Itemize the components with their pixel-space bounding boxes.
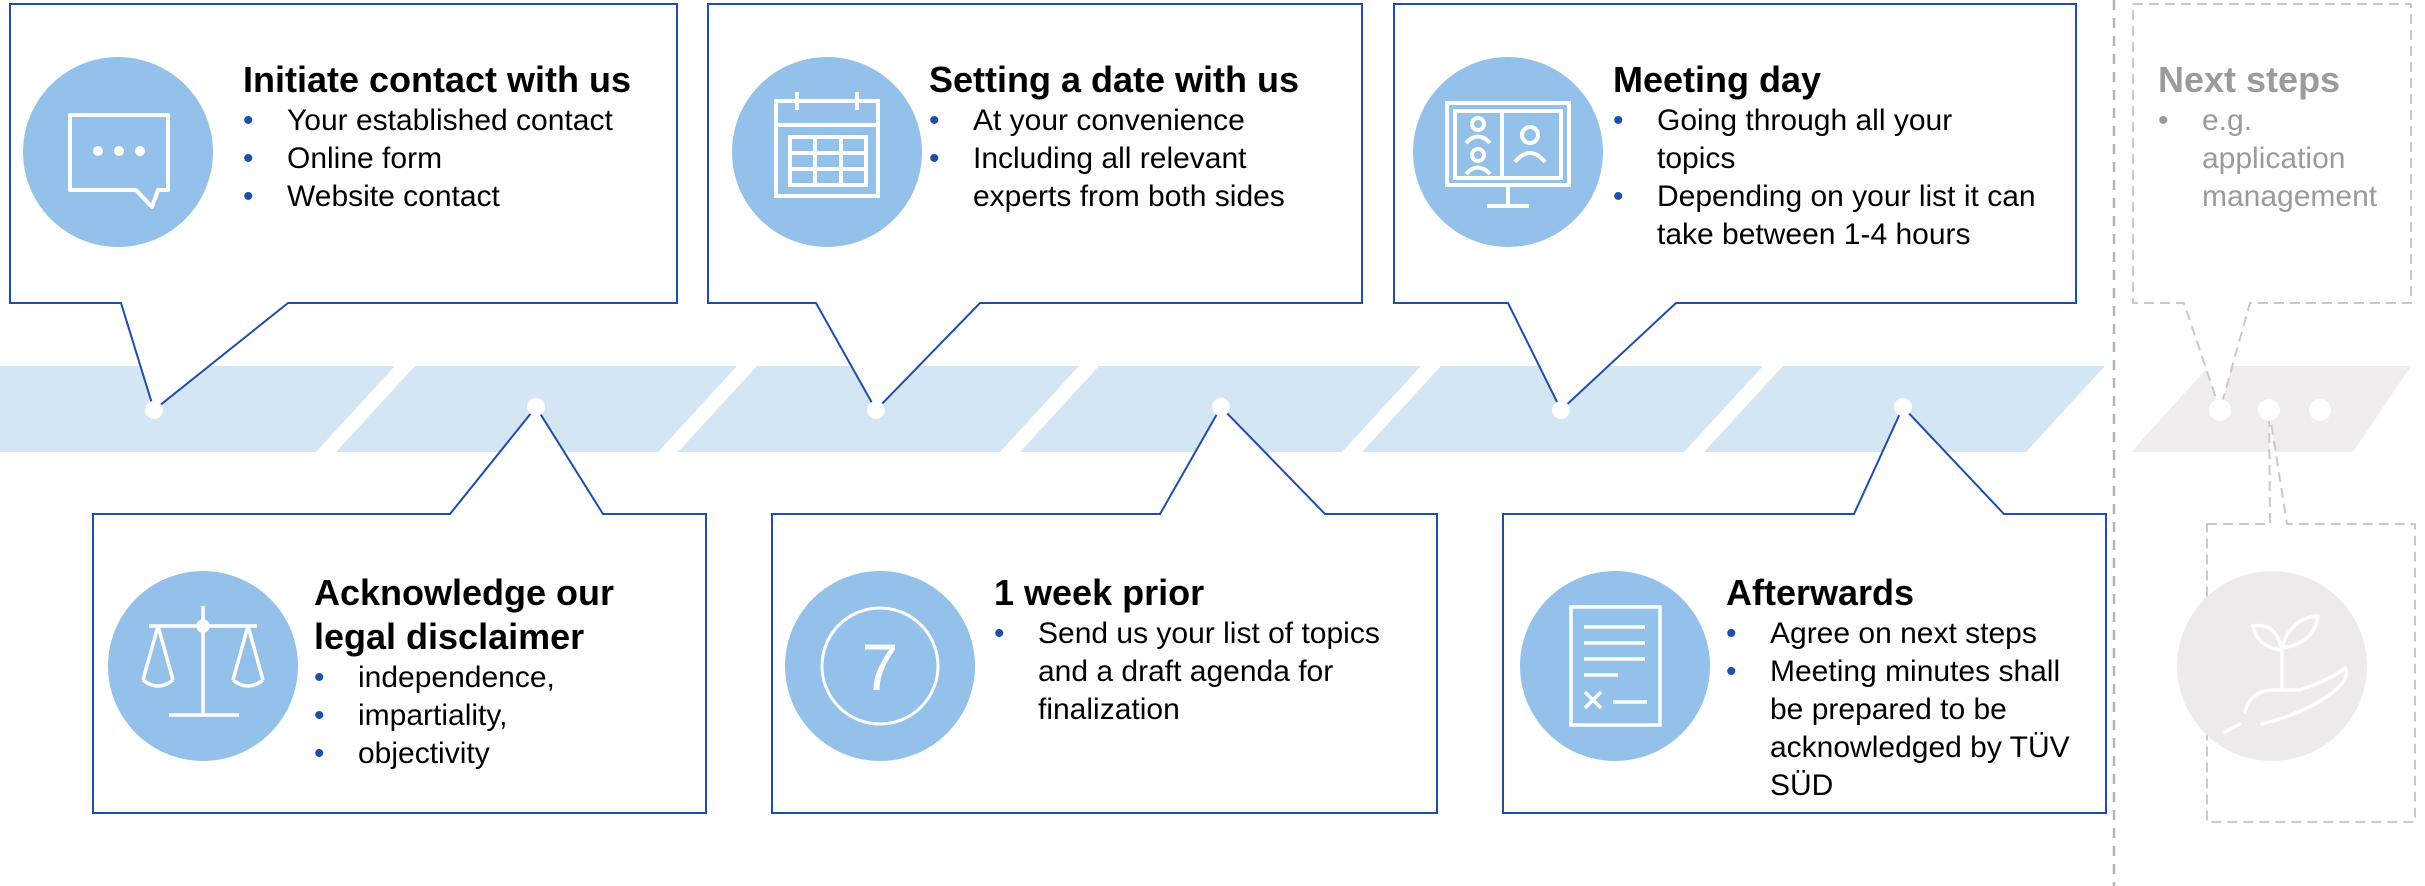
document-sign-icon — [1520, 571, 1710, 761]
bullet-item: Online form — [243, 140, 673, 178]
step-bullets: Send us your list of topics and a draft … — [994, 615, 1414, 729]
step-bullets: e.g. application management — [2158, 102, 2408, 216]
bullet-item: Including all relevant experts from both… — [929, 140, 1349, 216]
step-setting-date: Setting a date with us At your convenien… — [929, 58, 1349, 216]
timeline-dot — [2209, 399, 2231, 421]
step-title: Acknowledge our legal disclaimer — [314, 572, 615, 657]
step-week-prior: 1 week prior Send us your list of topics… — [994, 571, 1414, 729]
band-segment — [0, 366, 395, 452]
step-title: Initiate contact with us — [243, 59, 632, 100]
plant-hand-icon — [2177, 571, 2367, 761]
calendar-icon — [732, 57, 922, 247]
step-initiate-contact: Initiate contact with us Your establishe… — [243, 58, 673, 216]
step-bullets: Your established contact Online form Web… — [243, 102, 673, 216]
timeline-dot — [2258, 399, 2280, 421]
scales-icon — [108, 571, 298, 761]
timeline-dots — [145, 398, 2331, 421]
step-meeting-day: Meeting day Going through all your topic… — [1613, 58, 2073, 254]
timeline-dot — [1552, 401, 1570, 419]
step-next-steps: Next steps e.g. application management — [2158, 58, 2408, 216]
bullet-item: independence, — [314, 659, 694, 697]
bullet-item: Send us your list of topics and a draft … — [994, 615, 1414, 729]
timeline-dot — [527, 398, 545, 416]
step-title: Meeting day — [1613, 59, 1822, 100]
step-title: 1 week prior — [994, 572, 1205, 613]
timeline-dot — [1894, 398, 1912, 416]
step-bullets: Agree on next steps Meeting minutes shal… — [1726, 615, 2096, 805]
seven-circle-icon: 7 — [785, 571, 975, 761]
video-meeting-icon — [1413, 57, 1603, 247]
bullet-item: Going through all your topics — [1613, 102, 2017, 178]
step-bullets: Going through all your topics Depending … — [1613, 102, 2073, 254]
step-bullets: At your convenience Including all releva… — [929, 102, 1349, 216]
step-title: Afterwards — [1726, 572, 1915, 613]
bullet-item: Agree on next steps — [1726, 615, 2096, 653]
bullet-item: Your established contact — [243, 102, 673, 140]
bullet-item: e.g. application management — [2158, 102, 2377, 216]
bullet-item: Meeting minutes shall be prepared to be … — [1726, 653, 2096, 805]
timeline-dot — [1212, 398, 1230, 416]
bullet-item: impartiality, — [314, 697, 694, 735]
timeline-dot — [2309, 399, 2331, 421]
seven-circle-icon-text: 7 — [862, 630, 899, 704]
timeline-dot — [145, 401, 163, 419]
chat-bubble-icon — [23, 57, 213, 247]
bullet-item: Depending on your list it can take betwe… — [1613, 178, 2073, 254]
bullet-item: At your convenience — [929, 102, 1349, 140]
step-afterwards: Afterwards Agree on next steps Meeting m… — [1726, 571, 2096, 805]
step-legal-disclaimer: Acknowledge our legal disclaimer indepen… — [314, 571, 694, 773]
step-title: Setting a date with us — [929, 59, 1300, 100]
step-bullets: independence, impartiality, objectivity — [314, 659, 694, 773]
bullet-item: objectivity — [314, 735, 694, 773]
step-title: Next steps — [2158, 59, 2341, 100]
bullet-item: Website contact — [243, 178, 673, 216]
timeline-dot — [867, 401, 885, 419]
